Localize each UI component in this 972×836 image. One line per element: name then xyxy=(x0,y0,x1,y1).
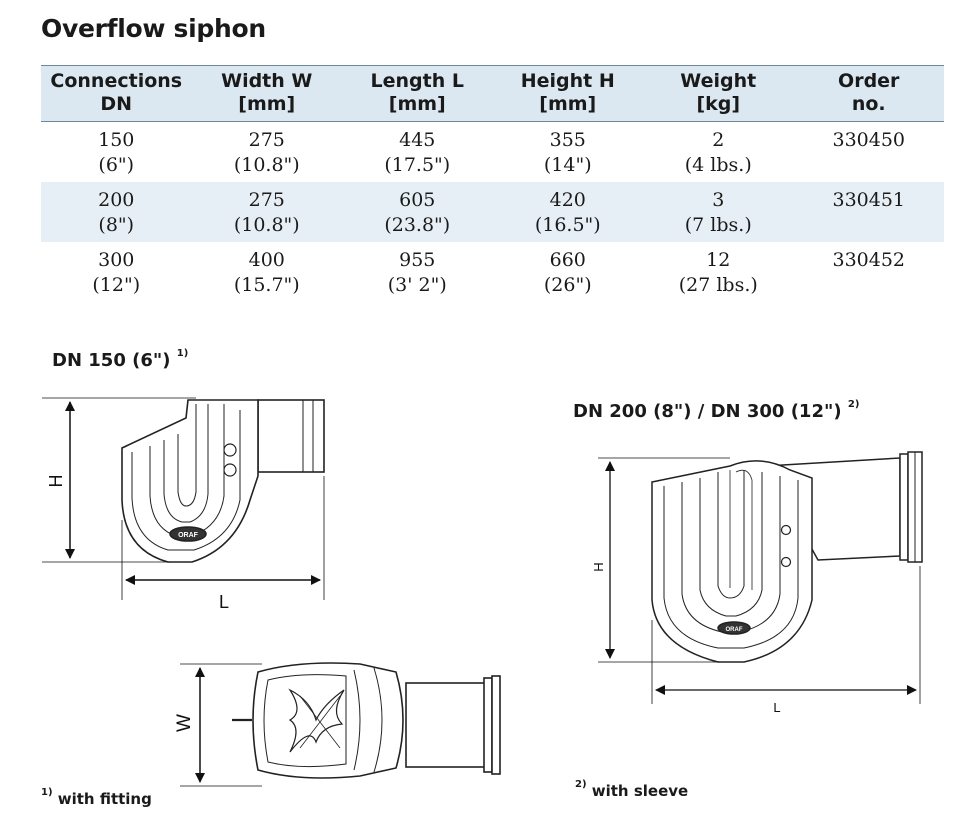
table-cell: 445(17.5") xyxy=(384,129,451,176)
footnote-sleeve: 2) with sleeve xyxy=(575,779,689,800)
logo-text: ORAF xyxy=(178,532,199,539)
logo-badge xyxy=(169,526,207,542)
table-cell: 12(27 lbs.) xyxy=(678,249,758,296)
dn150-side-view xyxy=(121,399,325,563)
column-header: Weight[kg] xyxy=(643,65,794,122)
table-cell: 300(12") xyxy=(92,249,141,296)
table-row: 300(12") 400(15.7") 955(3' 2") 660(26") … xyxy=(41,242,944,302)
footnote-fitting: 1) with fitting xyxy=(41,787,152,808)
figure-label-dn200-300: DN 200 (8") / DN 300 (12") 2) xyxy=(573,399,860,422)
table-cell: 605(23.8") xyxy=(342,182,493,242)
siphon-body-large xyxy=(651,460,813,663)
page-title: Overflow siphon xyxy=(41,14,266,43)
column-header: Length L[mm] xyxy=(342,65,493,122)
table-cell: 355(14") xyxy=(543,129,592,176)
table-row: 150(6") 275(10.8") 445(17.5") 355(14") 2… xyxy=(41,122,944,183)
table-cell: 400(15.7") xyxy=(233,249,300,296)
table-cell: 275(10.8") xyxy=(233,129,300,176)
table-cell: 330450 xyxy=(832,129,906,151)
table-row: 200(8") 275(10.8") 605(23.8") 420(16.5")… xyxy=(41,182,944,242)
table-cell: 660(26") xyxy=(543,249,592,296)
table-cell: 955(3' 2") xyxy=(387,249,447,296)
outlet-pipe xyxy=(257,399,325,473)
table-cell: 150(6") xyxy=(98,129,135,176)
dn200-300-side-view xyxy=(651,451,923,663)
table-cell: 420(16.5") xyxy=(492,182,643,242)
dn150-w-label: W xyxy=(174,714,195,732)
logo-text-large: ORAF xyxy=(726,627,743,633)
dn150-top-view xyxy=(232,662,501,779)
dn150-h-label: H xyxy=(46,475,66,488)
figure-label-dn150: DN 150 (6") 1) xyxy=(52,348,189,371)
table-cell: 330451 xyxy=(793,182,944,242)
column-header: Width W[mm] xyxy=(191,65,342,122)
top-outlet-pipe xyxy=(405,682,487,768)
dn200-300-l-label: L xyxy=(773,700,780,715)
dn150-height-dimension xyxy=(42,397,196,563)
table-cell: 3(7 lbs.) xyxy=(643,182,794,242)
logo-badge-large xyxy=(717,621,751,635)
table-cell: 200(8") xyxy=(41,182,192,242)
dn200-300-length-dimension xyxy=(651,566,921,704)
dn200-300-h-label: H xyxy=(591,562,606,571)
table-cell: 275(10.8") xyxy=(191,182,342,242)
dn150-width-dimension xyxy=(180,663,262,787)
table-cell: 2(4 lbs.) xyxy=(684,129,752,176)
dn150-length-dimension xyxy=(121,476,325,600)
dn150-l-label: L xyxy=(219,592,229,612)
dn200-300-height-dimension xyxy=(598,457,730,663)
column-header: Height H[mm] xyxy=(492,65,643,122)
table-cell: 330452 xyxy=(832,249,906,271)
